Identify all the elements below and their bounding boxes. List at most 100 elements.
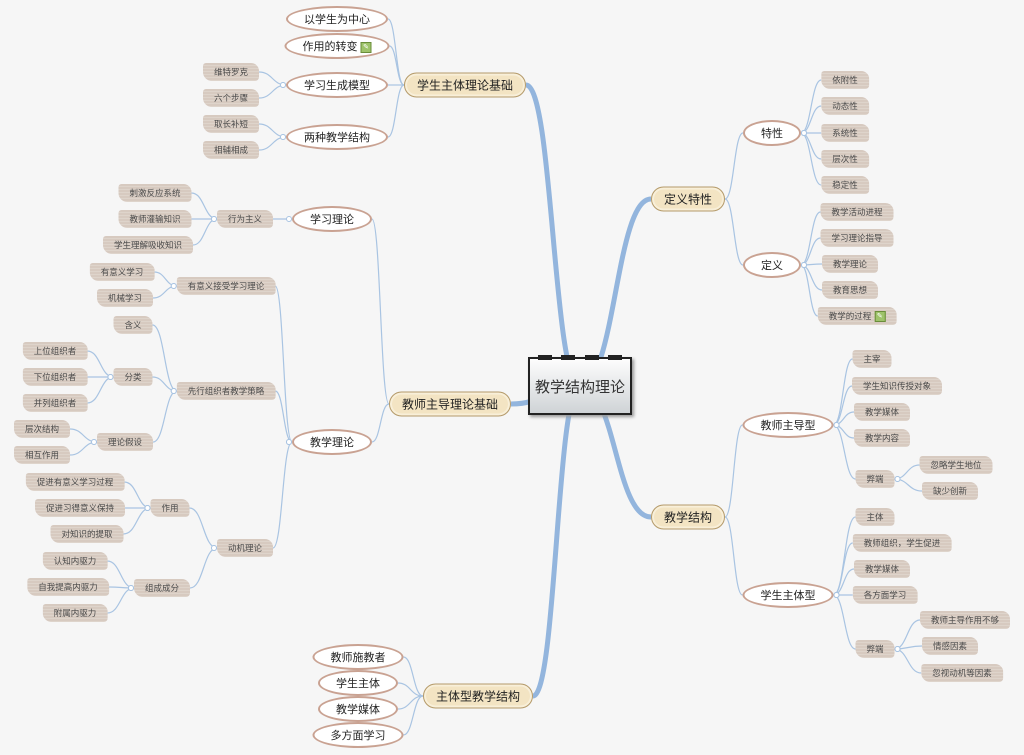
- collapse-toggle[interactable]: [833, 422, 840, 428]
- subtopic[interactable]: 教师主导型: [742, 412, 834, 438]
- leaf-topic[interactable]: 相互作用: [13, 446, 71, 464]
- note-icon[interactable]: ✎: [360, 41, 372, 53]
- connector-line: [87, 376, 114, 404]
- collapse-toggle[interactable]: [280, 134, 286, 140]
- leaf-topic[interactable]: 教学理论: [821, 255, 879, 273]
- connector-line: [800, 105, 822, 134]
- leaf-topic[interactable]: 忽视动机等因素: [921, 664, 1003, 682]
- leaf-topic[interactable]: 促进有意义学习过程: [25, 473, 125, 491]
- subtopic[interactable]: 以学生为中心: [286, 6, 388, 32]
- collapse-toggle[interactable]: [833, 592, 840, 598]
- leaf-topic[interactable]: 情感因素: [921, 637, 979, 655]
- collapse-toggle[interactable]: [170, 283, 177, 289]
- leaf-topic[interactable]: 维特罗克: [202, 63, 260, 81]
- subtopic[interactable]: 定义: [743, 252, 801, 278]
- leaf-topic[interactable]: 教育思想: [821, 281, 879, 299]
- main-topic-definition[interactable]: 定义特性: [650, 186, 726, 212]
- subtopic[interactable]: 学习理论: [292, 206, 372, 232]
- leaf-topic[interactable]: 促进习得意义保持: [34, 499, 126, 517]
- leaf-topic[interactable]: 各方面学习: [852, 586, 918, 604]
- leaf-topic[interactable]: 动态性: [821, 97, 869, 115]
- leaf-topic[interactable]: 依附性: [821, 71, 869, 89]
- leaf-topic[interactable]: 学生理解吸收知识: [102, 236, 194, 254]
- leaf-topic[interactable]: 稳定性: [821, 176, 869, 194]
- leaf-topic[interactable]: 下位组织者: [22, 368, 88, 386]
- collapse-toggle[interactable]: [286, 439, 292, 445]
- leaf-topic[interactable]: 教学的过程✎: [817, 307, 897, 325]
- collapse-toggle[interactable]: [170, 388, 177, 394]
- collapse-toggle[interactable]: [801, 262, 807, 268]
- connector-line: [107, 587, 135, 614]
- leaf-topic[interactable]: 机械学习: [96, 289, 154, 307]
- leaf-topic[interactable]: 层次性: [821, 150, 869, 168]
- collapse-toggle[interactable]: [107, 374, 114, 380]
- subtopic[interactable]: 教学理论: [292, 429, 372, 455]
- leaf-topic[interactable]: 含义: [113, 316, 153, 334]
- subtopic[interactable]: 学生主体: [318, 670, 398, 696]
- leaf-topic[interactable]: 缺少创新: [921, 482, 979, 500]
- main-topic-teacher-theory[interactable]: 教师主导理论基础: [388, 391, 512, 417]
- leaf-topic[interactable]: 层次结构: [13, 420, 71, 438]
- note-icon[interactable]: ✎: [874, 311, 886, 322]
- subtopic[interactable]: 两种教学结构: [286, 124, 388, 150]
- leaf-topic[interactable]: 相辅相成: [202, 141, 260, 159]
- subtopic[interactable]: 多方面学习: [312, 722, 404, 748]
- leaf-topic[interactable]: 并列组织者: [22, 394, 88, 412]
- leaf-topic[interactable]: 教学内容: [853, 429, 911, 447]
- leaf-topic[interactable]: 自我提高内驱力: [27, 578, 109, 596]
- collapse-toggle[interactable]: [127, 585, 134, 591]
- subtopic[interactable]: 学习生成模型: [286, 72, 388, 98]
- collapse-toggle[interactable]: [210, 545, 217, 551]
- leaf-topic[interactable]: 教学媒体: [853, 560, 911, 578]
- subtopic[interactable]: 教师施教者: [312, 644, 404, 670]
- collapse-toggle[interactable]: [894, 646, 901, 652]
- subtopic[interactable]: 教学媒体: [318, 696, 398, 722]
- leaf-topic[interactable]: 有意义学习: [89, 263, 155, 281]
- collapse-toggle[interactable]: [280, 82, 286, 88]
- main-topic-subject-structure[interactable]: 主体型教学结构: [422, 683, 534, 709]
- leaf-topic[interactable]: 系统性: [821, 124, 869, 142]
- collapse-toggle[interactable]: [90, 439, 97, 445]
- leaf-topic[interactable]: 分类: [113, 368, 153, 386]
- subtopic[interactable]: 特性: [743, 120, 801, 146]
- leaf-topic[interactable]: 有意义接受学习理论: [176, 277, 276, 295]
- leaf-topic[interactable]: 教学媒体: [853, 403, 911, 421]
- leaf-topic[interactable]: 教师主导作用不够: [919, 611, 1011, 629]
- leaf-topic[interactable]: 行为主义: [216, 210, 274, 228]
- leaf-topic[interactable]: 学习理论指导: [820, 229, 894, 247]
- leaf-topic[interactable]: 弊端: [855, 470, 895, 488]
- leaf-topic[interactable]: 上位组织者: [22, 342, 88, 360]
- collapse-toggle[interactable]: [210, 216, 217, 222]
- leaf-topic[interactable]: 作用: [150, 499, 190, 517]
- leaf-topic[interactable]: 主宰: [852, 350, 892, 368]
- leaf-topic[interactable]: 附属内驱力: [42, 604, 108, 622]
- connector-line: [800, 132, 822, 186]
- leaf-topic[interactable]: 教师组织，学生促进: [852, 534, 952, 552]
- connector-line: [833, 594, 856, 650]
- leaf-topic[interactable]: 弊端: [855, 640, 895, 658]
- connector-line: [800, 132, 822, 160]
- leaf-topic[interactable]: 刺激反应系统: [118, 184, 192, 202]
- leaf-topic[interactable]: 主体: [855, 508, 895, 526]
- leaf-topic[interactable]: 六个步骤: [202, 89, 260, 107]
- leaf-topic[interactable]: 理论假设: [96, 433, 154, 451]
- collapse-toggle[interactable]: [144, 505, 151, 511]
- subtopic[interactable]: 学生主体型: [742, 582, 834, 608]
- leaf-topic[interactable]: 忽略学生地位: [919, 456, 993, 474]
- leaf-topic[interactable]: 教学活动进程: [820, 203, 894, 221]
- collapse-toggle[interactable]: [801, 130, 807, 136]
- collapse-toggle[interactable]: [286, 216, 292, 222]
- subtopic[interactable]: 作用的转变✎: [284, 33, 390, 59]
- central-topic[interactable]: 教学结构理论: [528, 355, 632, 415]
- leaf-topic[interactable]: 对知识的提取: [50, 525, 124, 543]
- leaf-topic[interactable]: 先行组织者教学策略: [176, 382, 276, 400]
- leaf-topic[interactable]: 组成成分: [133, 579, 191, 597]
- leaf-topic[interactable]: 动机理论: [216, 539, 274, 557]
- collapse-toggle[interactable]: [894, 476, 901, 482]
- leaf-topic[interactable]: 学生知识传授对象: [851, 377, 943, 395]
- main-topic-teaching-structure[interactable]: 教学结构: [650, 504, 726, 530]
- main-topic-student-theory[interactable]: 学生主体理论基础: [403, 72, 527, 98]
- leaf-topic[interactable]: 认知内驱力: [42, 552, 108, 570]
- leaf-topic[interactable]: 教师灌输知识: [118, 210, 192, 228]
- leaf-topic[interactable]: 取长补短: [202, 115, 260, 133]
